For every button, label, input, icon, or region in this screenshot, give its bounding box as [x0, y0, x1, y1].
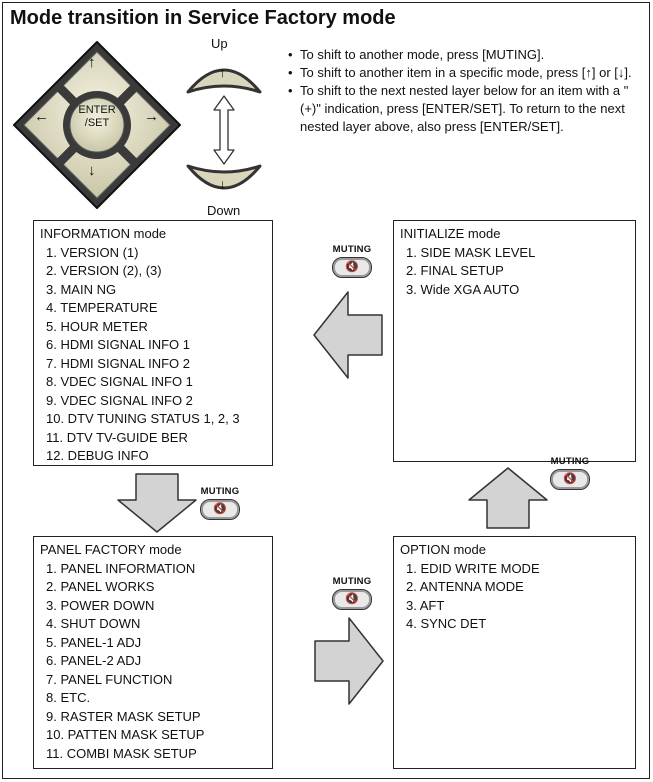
dpad-right-arrow-icon[interactable]: → — [144, 108, 159, 125]
list-item: 3. Wide XGA AUTO — [406, 281, 520, 297]
dpad-left-arrow-icon[interactable]: ← — [34, 108, 49, 125]
initialize-mode-box: INITIALIZE mode 1. SIDE MASK LEVEL 2. FI… — [393, 220, 636, 462]
arrow-up-option-to-initialize — [468, 467, 548, 529]
list-item: 7. PANEL FUNCTION — [46, 671, 173, 687]
list-item: 11. COMBI MASK SETUP — [46, 745, 197, 761]
list-item: 1. SIDE MASK LEVEL — [406, 244, 536, 260]
list-item: 2. VERSION (2), (3) — [46, 263, 162, 278]
remote-dpad — [13, 41, 181, 209]
list-item: 7. HDMI SIGNAL INFO 2 — [46, 355, 190, 371]
up-label: Up — [211, 36, 228, 51]
list-item: 12. DEBUG INFO — [46, 448, 149, 463]
panel-factory-mode-box: PANEL FACTORY mode 1. PANEL INFORMATION … — [33, 536, 273, 769]
panel-factory-mode-title: PANEL FACTORY mode — [40, 542, 182, 557]
list-item: 2. ANTENNA MODE — [406, 579, 524, 594]
list-item: 3. MAIN NG — [46, 281, 117, 297]
list-item: 6. PANEL-2 ADJ — [46, 653, 142, 668]
mute-speaker-icon: 🔇 — [332, 589, 372, 610]
list-item: 9. RASTER MASK SETUP — [46, 708, 201, 724]
list-item: 5. PANEL-1 ADJ — [46, 634, 142, 650]
muting-label: MUTING — [332, 576, 372, 587]
arrow-down-information-to-panel — [117, 473, 197, 533]
list-item: 3. POWER DOWN — [46, 597, 155, 613]
list-item: 1. PANEL INFORMATION — [46, 560, 196, 576]
list-item: 4. SHUT DOWN — [46, 616, 141, 631]
list-item: 11. DTV TV-GUIDE BER — [46, 429, 188, 445]
option-mode-box: OPTION mode 1. EDID WRITE MODE 2. ANTENN… — [393, 536, 636, 769]
up-key[interactable] — [186, 52, 262, 98]
muting-label: MUTING — [332, 244, 372, 255]
up-down-double-arrow-icon — [213, 95, 235, 165]
list-item: 1. VERSION (1) — [46, 244, 139, 260]
list-item: 10. DTV TUNING STATUS 1, 2, 3 — [46, 411, 240, 426]
instruction-item: To shift to another item in a specific m… — [286, 64, 646, 82]
list-item: 9. VDEC SIGNAL INFO 2 — [46, 392, 193, 408]
initialize-mode-title: INITIALIZE mode — [400, 226, 501, 241]
down-arrow-icon: ↓ — [219, 176, 226, 192]
list-item: 5. HOUR METER — [46, 318, 148, 334]
muting-button-4[interactable]: MUTING 🔇 — [548, 456, 592, 490]
list-item: 6. HDMI SIGNAL INFO 1 — [46, 337, 190, 352]
muting-button-1[interactable]: MUTING 🔇 — [330, 244, 374, 278]
list-item: 10. PATTEN MASK SETUP — [46, 727, 205, 742]
instruction-list: To shift to another mode, press [MUTING]… — [286, 46, 646, 136]
arrow-left-initialize-to-information — [313, 291, 383, 379]
list-item: 1. EDID WRITE MODE — [406, 560, 540, 576]
list-item: 8. ETC. — [46, 690, 91, 705]
down-key[interactable] — [186, 160, 262, 206]
page-title: Mode transition in Service Factory mode — [10, 7, 396, 29]
enter-set-line1[interactable]: ENTER — [78, 104, 116, 116]
list-item: 3. AFT — [406, 597, 445, 613]
mute-speaker-icon: 🔇 — [332, 257, 372, 278]
instruction-item: To shift to another mode, press [MUTING]… — [286, 46, 646, 64]
enter-set-line2[interactable]: /SET — [84, 117, 110, 129]
muting-label: MUTING — [550, 456, 590, 467]
list-item: 4. TEMPERATURE — [46, 300, 158, 315]
dpad-down-arrow-icon[interactable]: ↓ — [88, 162, 96, 179]
information-mode-title: INFORMATION mode — [40, 226, 167, 241]
muting-button-2[interactable]: MUTING 🔇 — [198, 486, 242, 520]
muting-label: MUTING — [200, 486, 240, 497]
information-mode-box: INFORMATION mode 1. VERSION (1) 2. VERSI… — [33, 220, 273, 466]
list-item: 4. SYNC DET — [406, 616, 487, 631]
list-item: 8. VDEC SIGNAL INFO 1 — [46, 374, 193, 389]
arrow-right-panel-to-option — [314, 617, 384, 705]
dpad-up-arrow-icon[interactable]: ↑ — [88, 54, 96, 71]
list-item: 2. FINAL SETUP — [406, 263, 504, 278]
mute-speaker-icon: 🔇 — [200, 499, 240, 520]
muting-button-3[interactable]: MUTING 🔇 — [330, 576, 374, 610]
list-item: 2. PANEL WORKS — [46, 579, 155, 594]
option-mode-title: OPTION mode — [400, 542, 486, 557]
up-arrow-icon: ↑ — [219, 64, 226, 80]
instruction-item: To shift to the next nested layer below … — [286, 82, 646, 136]
down-label: Down — [207, 203, 241, 218]
mute-speaker-icon: 🔇 — [550, 469, 590, 490]
